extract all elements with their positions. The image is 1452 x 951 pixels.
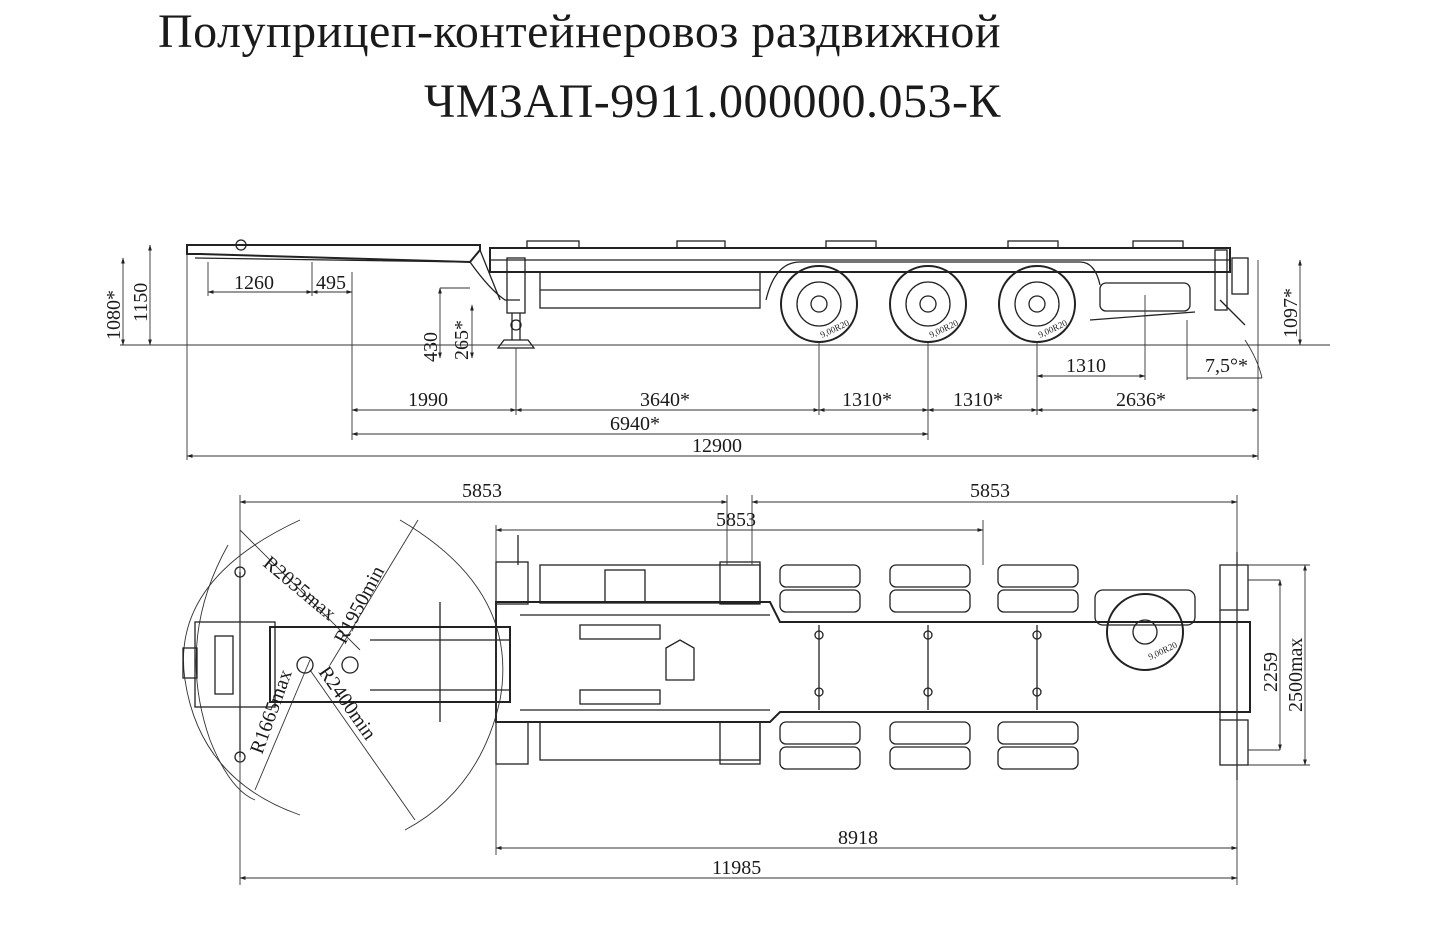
wheel-3: 9,00R20 (998, 265, 1076, 343)
kingpin-plate (194, 621, 276, 708)
dim-r2035: R2035max (259, 552, 340, 625)
turning-arc-outer (183, 519, 301, 816)
kingpin (296, 656, 314, 674)
dim-2500: 2500max (1285, 638, 1307, 712)
wheel-1: 9,00R20 (780, 265, 858, 343)
svg-text:9,00R20: 9,00R20 (1037, 318, 1070, 340)
dim-6940: 6940* (610, 413, 660, 435)
spare-tyre: 9,00R20 (1094, 589, 1196, 671)
dim-11985: 11985 (712, 857, 761, 879)
dim-430: 430 (420, 332, 442, 362)
dim-r1665: R1665max (246, 667, 297, 757)
front-beam (269, 626, 511, 703)
dim-1310b: 1310* (953, 389, 1003, 411)
dim-angle: 7,5°* (1205, 355, 1248, 377)
dim-1150: 1150 (130, 283, 152, 322)
svg-text:9,00R20: 9,00R20 (1147, 640, 1180, 662)
dim-1080: 1080* (103, 290, 125, 340)
dim-5853-mid: 5853 (716, 509, 756, 531)
dim-12900: 12900 (692, 435, 742, 457)
svg-text:9,00R20: 9,00R20 (928, 318, 961, 340)
top-view: 9,00R20 5853 5853 5853 R2035max R1950min… (182, 480, 1310, 885)
drawing-title-line1: Полуприцеп-контейнеровоз раздвижной (158, 5, 1002, 58)
dim-495: 495 (316, 272, 346, 294)
dim-1310-rear: 1310 (1066, 355, 1106, 377)
dim-5853-right: 5853 (970, 480, 1010, 502)
dim-r1950: R1950min (330, 562, 389, 647)
landing-gear-foot (496, 339, 536, 349)
dim-265: 265* (451, 320, 473, 360)
dim-1990: 1990 (408, 389, 448, 411)
dim-2636: 2636* (1116, 389, 1166, 411)
wheel-2: 9,00R20 (889, 265, 967, 343)
dim-r2400: R2400min (314, 662, 380, 744)
dim-8918: 8918 (838, 827, 878, 849)
drawing-title-line2: ЧМЗАП-9911.000000.053-К (424, 75, 1001, 128)
dim-3640: 3640* (640, 389, 690, 411)
turning-arc-inner (399, 519, 504, 831)
dim-1310a: 1310* (842, 389, 892, 411)
svg-text:9,00R20: 9,00R20 (819, 318, 852, 340)
dim-5853-left: 5853 (462, 480, 502, 502)
side-view: 9,00R20 9,00R20 9,00R20 (103, 239, 1330, 460)
dim-2259: 2259 (1260, 652, 1282, 692)
dim-1260: 1260 (234, 272, 274, 294)
dim-1097: 1097* (1280, 288, 1302, 338)
